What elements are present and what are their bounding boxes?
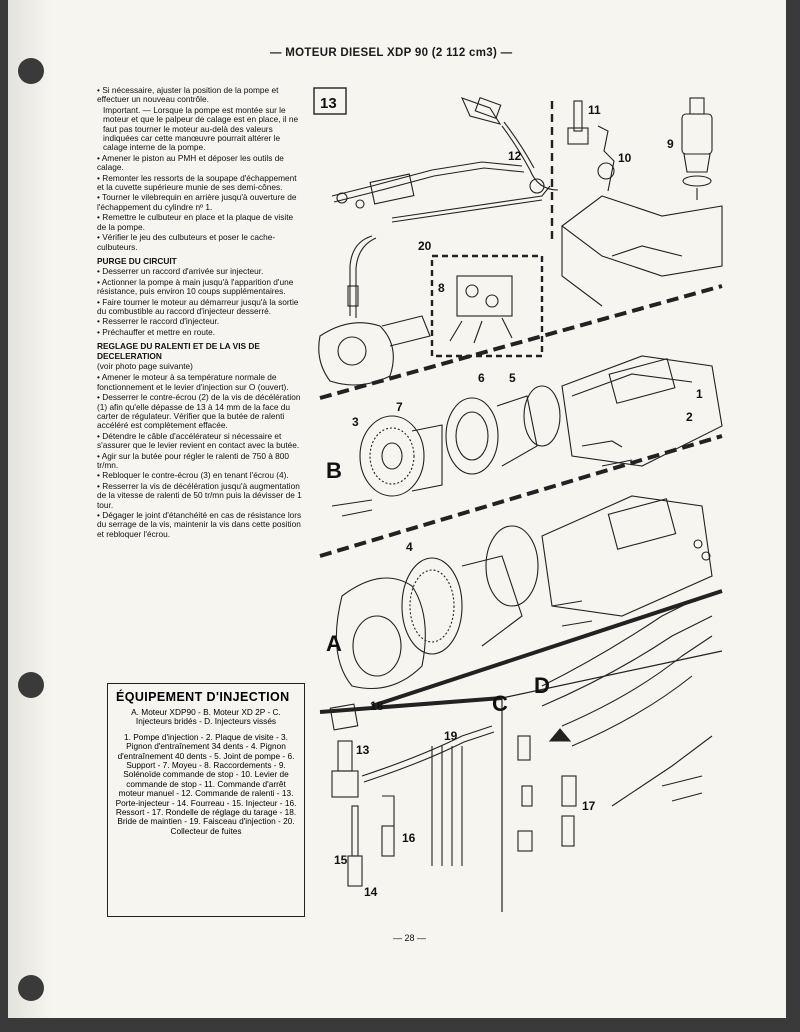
section-a-label: A xyxy=(326,631,342,656)
section-b-label: B xyxy=(326,458,342,483)
paragraph: • Amener le moteur à sa température norm… xyxy=(97,372,289,392)
callout-10: 10 xyxy=(618,151,632,165)
figure-number: 13 xyxy=(320,95,337,112)
legend-intro: A. Moteur XDP90 - B. Moteur XD 2P - C. I… xyxy=(131,707,281,727)
paragraph: • Remettre le culbuteur en place et la p… xyxy=(97,212,294,232)
paragraph: • Amener le piston au PMH et déposer les… xyxy=(97,152,284,173)
connections-detail-box xyxy=(430,254,544,358)
section-d-label: D xyxy=(534,673,550,698)
callout-1: 1 xyxy=(696,387,703,401)
callout-19: 19 xyxy=(444,729,458,743)
callout-6: 6 xyxy=(478,371,485,385)
callout-3: 3 xyxy=(352,415,359,429)
running-header: — MOTEUR DIESEL XDP 90 (2 112 cm3) — xyxy=(270,47,513,59)
heading-purge: PURGE DU CIRCUIT xyxy=(97,255,177,266)
callout-20: 20 xyxy=(418,239,432,253)
callout-7: 7 xyxy=(396,400,403,414)
section-c-drawing xyxy=(329,703,495,887)
paragraph: • Remonter les ressorts de la soupape d'… xyxy=(97,172,297,193)
stop-lever-drawing xyxy=(561,100,723,307)
callout-8: 8 xyxy=(438,281,445,295)
solenoid-drawing xyxy=(681,97,713,200)
paragraph: • Resserrer le raccord d'injecteur. xyxy=(97,316,220,327)
paragraph: • Desserrer le contre-écrou (2) de la vi… xyxy=(97,392,301,431)
section-a-drawing xyxy=(335,495,713,690)
punch-hole xyxy=(18,672,44,698)
callout-9: 9 xyxy=(667,137,674,151)
paragraph: • Tourner le vilebrequin en arrière jusq… xyxy=(97,192,297,212)
paragraph: • Si nécessaire, ajuster la position de … xyxy=(97,85,279,105)
callout-13: 13 xyxy=(356,743,370,757)
callout-15: 15 xyxy=(334,853,348,867)
paragraph: • Préchauffer et mettre en route. xyxy=(97,326,216,337)
paragraph: • Agir sur la butée pour régler le ralen… xyxy=(97,450,290,471)
figure-number-box xyxy=(313,87,347,115)
callout-11: 11 xyxy=(588,103,601,117)
callout-17: 17 xyxy=(582,799,596,813)
callout-12: 12 xyxy=(508,149,522,163)
paragraph-important: Important. — Lorsque la pompe est montée… xyxy=(103,104,299,153)
paragraph: • Rebloquer le contre-écrou (3) en tenan… xyxy=(97,470,289,481)
callout-18: 18 xyxy=(370,699,384,713)
binder-edge xyxy=(8,0,52,1018)
paragraph: • Faire tourner le moteur au démarreur j… xyxy=(97,296,299,316)
callout-4: 4 xyxy=(406,540,413,554)
legend-box: ÉQUIPEMENT D'INJECTION A. Moteur XDP90 -… xyxy=(107,683,305,917)
legend-title: ÉQUIPEMENT D'INJECTION xyxy=(116,690,290,704)
callout-16: 16 xyxy=(402,831,416,845)
connections-drawing xyxy=(449,275,513,344)
section-c-label: C xyxy=(492,691,508,716)
punch-hole xyxy=(18,58,44,84)
text-column: • Si nécessaire, ajuster la position de … xyxy=(97,85,303,540)
top-fuel-lines-drawing xyxy=(318,96,559,386)
heading-subnote: (voir photo page suivante) xyxy=(97,360,193,371)
paragraph: • Dégager le joint d'étanchéité en cas d… xyxy=(97,510,302,539)
paragraph: • Resserrer la vis de décélération jusqu… xyxy=(97,480,302,510)
page-number: — 28 — xyxy=(393,933,427,943)
section-b-drawing xyxy=(331,355,723,517)
section-d-drawing xyxy=(517,595,713,852)
punch-hole xyxy=(18,975,44,1001)
paragraph: • Actionner la pompe à main jusqu'à l'ap… xyxy=(97,276,294,297)
heading-reglage: REGLAGE DU RALENTI ET DE LA VIS DE DECEL… xyxy=(97,341,260,361)
exploded-view-figure: 13 B A C D 1 2 3 4 5 6 7 8 9 10 11 12 13… xyxy=(313,87,723,912)
paragraph: • Desserrer un raccord d'arrivée sur inj… xyxy=(97,266,264,277)
legend-items: 1. Pompe d'injection - 2. Plaque de visi… xyxy=(115,731,297,836)
paragraph: • Détendre le câble d'accélérateur si né… xyxy=(97,430,300,451)
callout-14: 14 xyxy=(364,885,378,899)
paragraph: • Vérifier le jeu des culbuteurs et pose… xyxy=(97,232,276,252)
callout-5: 5 xyxy=(509,371,516,385)
callout-2: 2 xyxy=(686,410,693,424)
